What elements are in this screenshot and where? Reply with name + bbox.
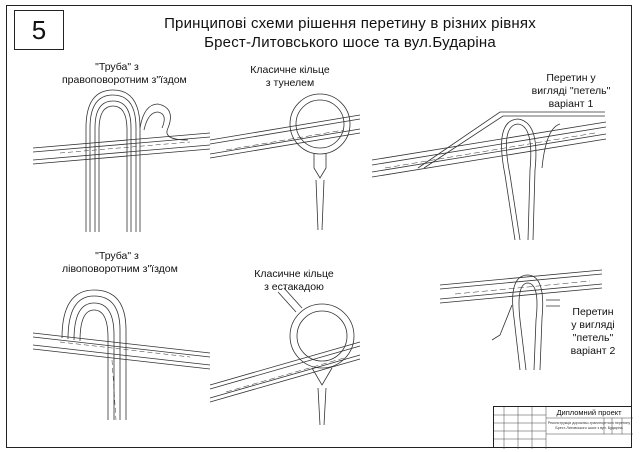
stamp-line-2: Брест-Литовського шосе з вул. Бударіна <box>555 426 623 430</box>
title-line-2: Брест-Литовського шосе та вул.Бударіна <box>204 34 496 51</box>
drawing-sheet-frame <box>6 5 632 448</box>
title-line-1: Принципові схеми рішення перетину в різн… <box>164 15 536 32</box>
stamp-title: Дипломний проект <box>556 408 622 417</box>
scheme-loops-variant-1 <box>371 111 607 241</box>
label-scheme-4: "Труба" з лівоповоротним з"їздом <box>62 250 178 275</box>
label-scheme-2: Класичне кільце з тунелем <box>250 64 330 89</box>
sheet-number: 5 <box>14 10 64 50</box>
page-title: Принципові схеми рішення перетину в різн… <box>70 14 630 52</box>
scheme-roundabout-tunnel <box>209 93 361 231</box>
title-block-stamp: Дипломний проект Реконструкція дорожньо-… <box>493 406 633 449</box>
scheme-loops-variant-2 <box>439 269 603 371</box>
label-scheme-5: Класичне кільце з естакадою <box>254 268 334 293</box>
scheme-roundabout-flyover <box>209 287 361 426</box>
label-scheme-1: "Труба" з правоповоротним з"їздом <box>62 61 187 86</box>
scheme-pipe-right-turn <box>32 89 211 232</box>
stamp-grid <box>494 407 633 449</box>
scheme-pipe-left-turn <box>32 289 211 421</box>
stamp-line-1: Реконструкція дорожньо-транспортного пер… <box>547 421 631 425</box>
label-scheme-3: Перетин у вигляді "петель" варіант 1 <box>531 72 611 110</box>
label-scheme-6: Перетин у вигляді "петель" варіант 2 <box>570 306 616 357</box>
